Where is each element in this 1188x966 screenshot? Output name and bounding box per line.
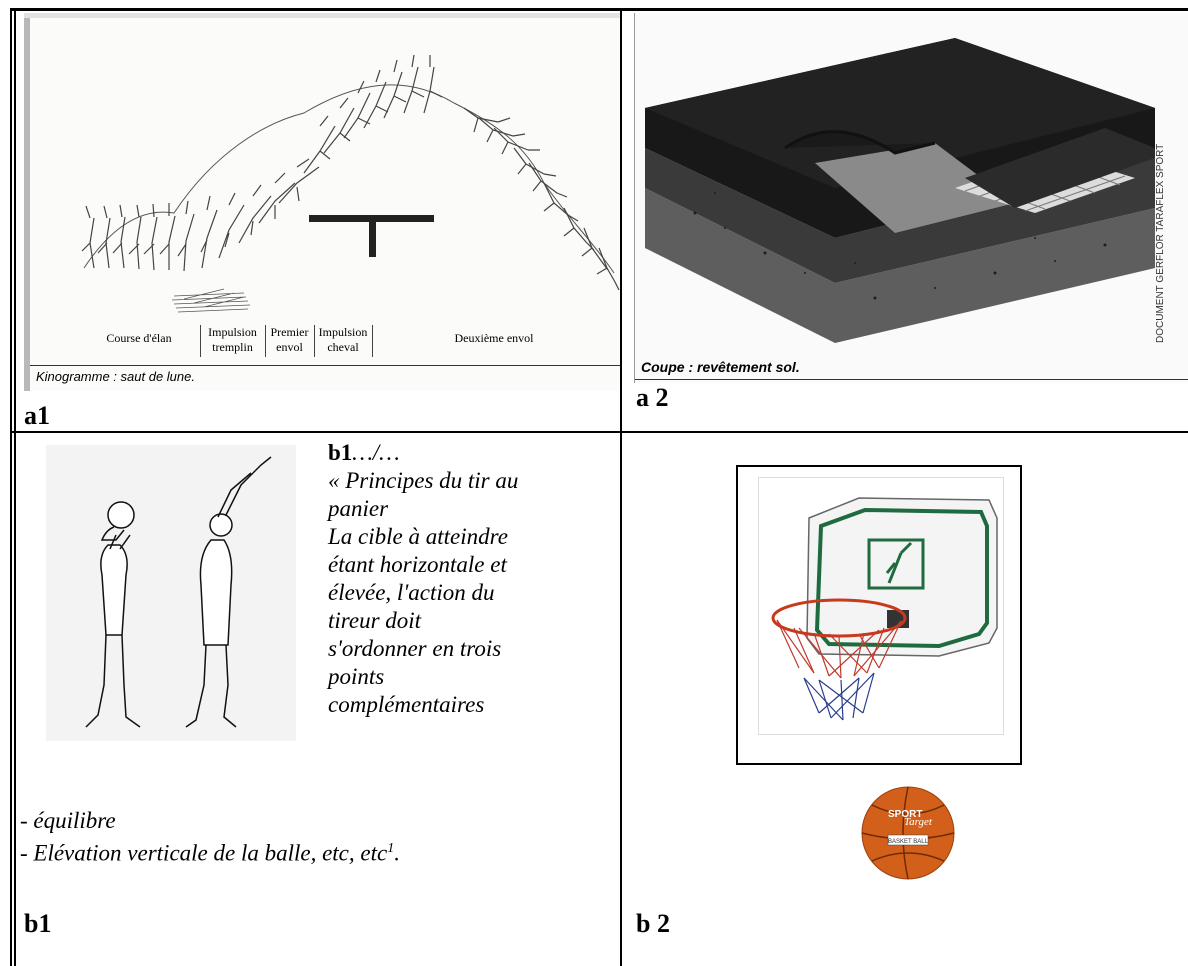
quote-line: panier xyxy=(328,496,389,521)
phase-deuxieme-envol: Deuxième envol xyxy=(454,331,534,345)
phase-line: tremplin xyxy=(212,340,253,354)
hoop-frame xyxy=(736,465,1022,765)
phase-separator xyxy=(200,325,201,357)
footnote-marker: 1 xyxy=(387,841,395,856)
cell-b2: SPORT Target BASKET BALL b 2 xyxy=(622,433,1188,966)
ball-brand-line1: SPORT xyxy=(888,809,922,820)
quote-line: complémentaires xyxy=(328,692,485,717)
credit-text: DOCUMENT GERFLOR TARAFLEX SPORT xyxy=(1155,143,1166,343)
bullet-elevation-text: - Elévation verticale de la balle, etc, … xyxy=(20,840,388,866)
quote-heading: b1…/… xyxy=(328,439,618,467)
phase-line: envol xyxy=(276,340,303,354)
quote-heading-label: b1 xyxy=(328,440,353,465)
table-border-left-inner xyxy=(14,8,16,966)
table-divider-vertical xyxy=(620,8,622,966)
floor-caption: Coupe : revêtement sol. xyxy=(641,359,800,375)
phase-premier-envol: Premier envol xyxy=(265,325,314,355)
quote-line: points xyxy=(328,664,385,689)
phase-impulsion-cheval: Impulsion cheval xyxy=(314,325,372,355)
shooter-drawing xyxy=(85,456,272,728)
table-border-top xyxy=(10,8,1188,11)
basketball-image: SPORT Target BASKET BALL xyxy=(861,786,955,880)
cell-a2: DOCUMENT GERFLOR TARAFLEX SPORT Coupe : … xyxy=(622,11,1188,431)
quote-heading-suffix: …/… xyxy=(352,440,400,465)
hoop-drawing xyxy=(771,497,998,721)
shooter-illustration xyxy=(46,445,296,741)
floor-section-drawing xyxy=(645,38,1155,343)
cell-label-b2: b 2 xyxy=(636,909,670,938)
cell-label-a1: a1 xyxy=(24,401,50,430)
caption-rule xyxy=(30,365,620,366)
phase-line: cheval xyxy=(327,340,359,354)
phase-separator xyxy=(265,325,266,357)
quote-line: La cible à atteindre xyxy=(328,524,508,549)
quote-block: b1…/… « Principes du tir au panier La ci… xyxy=(328,439,618,719)
phase-separator xyxy=(314,325,315,357)
quote-line: élevée, l'action du xyxy=(328,580,495,605)
scan-top-shadow xyxy=(24,13,620,18)
ball-label: BASKET BALL xyxy=(888,839,929,845)
quote-line: étant horizontale et xyxy=(328,552,507,577)
cell-label-a2: a 2 xyxy=(636,383,669,412)
ball-brand-line2: Target xyxy=(904,816,933,828)
phase-separator xyxy=(372,325,373,357)
phase-course-elan: Course d'élan xyxy=(106,331,172,345)
cell-b1: b1…/… « Principes du tir au panier La ci… xyxy=(16,433,620,966)
quote-line: tireur doit xyxy=(328,608,422,633)
phase-line: Premier xyxy=(270,325,309,339)
table-divider-horizontal xyxy=(10,431,1188,433)
phase-line: Impulsion xyxy=(208,325,257,339)
kinogram-figure xyxy=(81,54,620,313)
hoop-photo xyxy=(758,477,1004,735)
phase-line: Impulsion xyxy=(318,325,368,339)
bullet-elevation: - Elévation verticale de la balle, etc, … xyxy=(20,835,400,868)
table-border-left xyxy=(10,8,12,966)
bullet-elevation-end: . xyxy=(394,840,400,866)
floor-scan: DOCUMENT GERFLOR TARAFLEX SPORT Coupe : … xyxy=(634,13,1188,383)
bullet-equilibre: - équilibre xyxy=(20,808,116,833)
scan-edge-shadow xyxy=(24,13,30,391)
quote-line: s'ordonner en trois xyxy=(328,636,502,661)
phase-impulsion-tremplin: Impulsion tremplin xyxy=(200,325,265,355)
caption-rule xyxy=(635,379,1188,380)
kinogram-scan: Course d'élan Impulsion tremplin Premier… xyxy=(24,13,620,391)
cell-label-b1: b1 xyxy=(24,909,52,938)
kinogram-caption: Kinogramme : saut de lune. xyxy=(36,369,195,384)
cell-a1: Course d'élan Impulsion tremplin Premier… xyxy=(16,11,620,431)
quote-line: « Principes du tir au xyxy=(328,468,519,493)
